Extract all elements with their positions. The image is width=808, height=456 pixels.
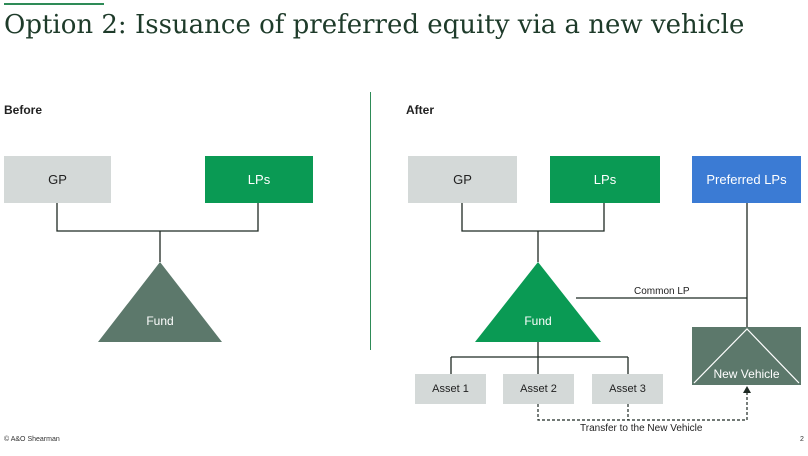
transfer-arrow-head [743, 386, 751, 393]
asset-connectors [450, 342, 629, 374]
asset-2-box: Asset 2 [503, 374, 574, 404]
footer-copyright: © A&O Shearman [4, 436, 60, 443]
after-lps-box: LPs [550, 156, 660, 203]
before-heading: Before [4, 103, 43, 117]
before-fund-triangle [98, 262, 222, 342]
slide-title: Option 2: Issuance of preferred equity v… [4, 10, 745, 40]
preferred-lps-box: Preferred LPs [692, 156, 801, 203]
new-vehicle-triangle-outline [693, 328, 800, 384]
new-vehicle-label: New Vehicle [713, 367, 780, 381]
asset-1-box: Asset 1 [415, 374, 486, 404]
before-fund-label: Fund [146, 314, 174, 328]
title-accent-rule [4, 3, 104, 5]
page-number: 2 [800, 436, 804, 443]
transfer-dashed-line [537, 392, 748, 421]
asset-3-box: Asset 3 [592, 374, 663, 404]
common-lp-label: Common LP [634, 286, 690, 297]
after-fund-label: Fund [524, 314, 552, 328]
after-gp-box: GP [408, 156, 517, 203]
before-lps-box: LPs [205, 156, 313, 203]
section-divider [370, 92, 371, 350]
transfer-label: Transfer to the New Vehicle [580, 423, 703, 434]
after-heading: After [406, 103, 435, 117]
before-gp-box: GP [4, 156, 111, 203]
before-owner-connector [56, 203, 259, 232]
after-fund-triangle [475, 262, 601, 342]
after-owner-connector [461, 203, 605, 232]
new-vehicle-box [692, 327, 801, 385]
